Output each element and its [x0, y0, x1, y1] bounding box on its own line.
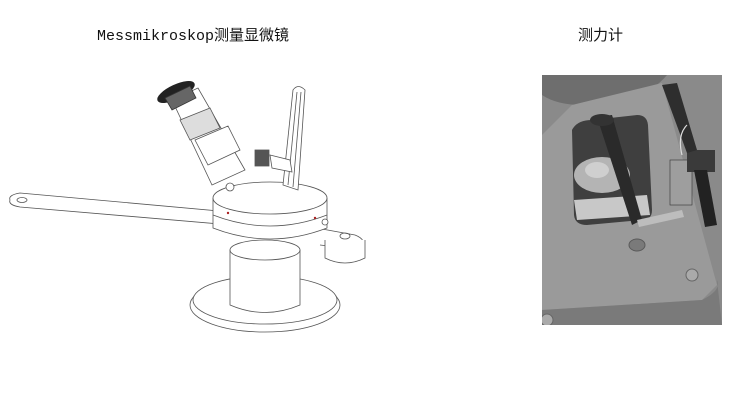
force-gauge-render: [542, 75, 722, 325]
figure-caption-force-gauge: 测力计: [578, 26, 624, 44]
microscope-drawing: [0, 70, 400, 350]
figure-caption-microscope: Messmikroskop测量显微镜: [97, 28, 290, 45]
